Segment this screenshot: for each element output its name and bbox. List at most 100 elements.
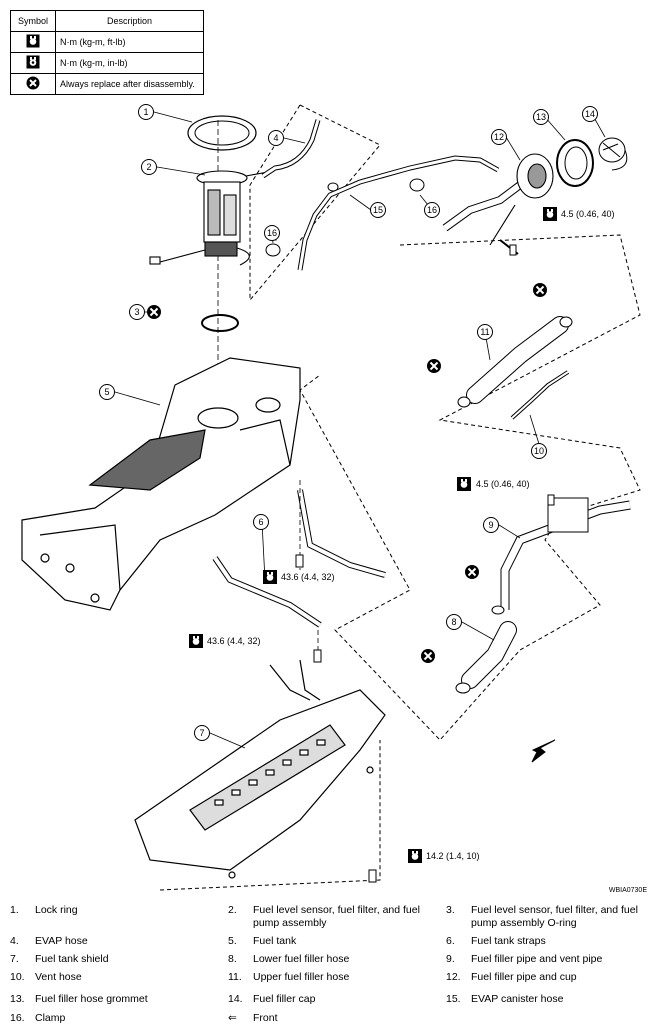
svg-text:5: 5 (104, 387, 109, 397)
legend-row: Always replace after disassembly. (10, 73, 204, 95)
part-name: Lock ring (35, 904, 78, 916)
callout-9: 9 (483, 517, 499, 533)
fuel-filler-hose-grommet-part (556, 139, 594, 187)
callout-15: 15 (370, 202, 386, 218)
svg-text:11: 11 (480, 327, 489, 337)
torque-value: 14.2 (1.4, 10) (426, 851, 480, 861)
part-number: 12. (446, 971, 461, 983)
callout-16: 16 (264, 225, 280, 241)
svg-text:15: 15 (373, 205, 383, 215)
bolt-part (295, 244, 555, 883)
fuel-pump-assembly (149, 170, 269, 266)
fuel-filler-pipe-cup-part (442, 153, 554, 255)
dashed-group-outlines (159, 104, 641, 891)
part-name: Fuel tank straps (471, 935, 546, 947)
part-name: Fuel filler pipe and vent pipe (471, 953, 603, 965)
parts-list-item: 2. Fuel level sensor, fuel filter, and fu… (228, 904, 433, 930)
o-ring-part (201, 314, 239, 332)
torque-wrench-icon (543, 207, 557, 221)
callout-11: 11 (477, 324, 493, 340)
callout-5: 5 (99, 384, 115, 400)
torque-value: 43.6 (4.4, 32) (207, 636, 261, 646)
figure-code: WBIA0730E (609, 887, 647, 894)
torque-wrench-icon (10, 31, 56, 53)
callout-14: 14 (582, 106, 598, 122)
replace-x-icon (464, 564, 480, 580)
svg-text:16: 16 (427, 205, 437, 215)
part-name: Fuel tank (253, 935, 297, 947)
svg-text:9: 9 (488, 520, 493, 530)
part-name: Clamp (35, 1012, 66, 1024)
legend-header-row: Symbol Description (10, 10, 204, 32)
svg-text:2: 2 (146, 162, 151, 172)
part-number: 7. (10, 953, 19, 965)
part-number: 15. (446, 993, 461, 1005)
part-number: 6. (446, 935, 455, 947)
part-name: EVAP canister hose (471, 993, 564, 1005)
replace-x-icon (146, 304, 162, 320)
parts-list-item: 12.Fuel filler pipe and cup (446, 971, 651, 984)
replace-x-icon (532, 282, 548, 298)
parts-list-item: 1. Lock ring (10, 904, 215, 917)
callout-10: 10 (531, 443, 547, 459)
part-number: 1. (10, 904, 19, 916)
fuel-filler-and-vent-pipe-part (500, 497, 631, 610)
torque-value: 4.5 (0.46, 40) (561, 209, 615, 219)
symbol-legend-table: Symbol Description N·m (kg-m, ft-lb) N·m… (10, 10, 204, 95)
callout-1: 1 (138, 104, 154, 120)
parts-list-item: 15. EVAP canister hose (446, 993, 651, 1006)
svg-text:3: 3 (134, 307, 139, 317)
part-number: 5. (228, 935, 237, 947)
callout-7: 7 (194, 725, 210, 741)
svg-text:10: 10 (534, 446, 544, 456)
part-number: 10. (10, 971, 25, 983)
callout-12: 12 (491, 129, 507, 145)
part-number: 2. (228, 904, 237, 916)
svg-text:16: 16 (267, 228, 277, 238)
lock-ring-part (187, 115, 257, 151)
torque-wrench-icon (189, 634, 203, 648)
evap-canister-hose-part (297, 155, 500, 271)
lower-fuel-filler-hose-part (455, 605, 517, 694)
torque-value: 43.6 (4.4, 32) (281, 572, 335, 582)
parts-list-item: 8. Lower fuel filler hose (228, 953, 433, 966)
legend-row: N·m (kg-m, ft-lb) (10, 31, 204, 53)
evap-hose-part (261, 119, 321, 179)
part-number: 8. (228, 953, 237, 965)
callout-2: 2 (141, 159, 157, 175)
parts-list-item: 7.Fuel tank shield (10, 953, 215, 966)
svg-text:13: 13 (536, 112, 546, 122)
part-name: EVAP hose (35, 935, 88, 947)
replace-x-icon (420, 648, 436, 664)
part-number: 16. (10, 1012, 25, 1024)
part-number: 14. (228, 993, 243, 1005)
parts-list-item: 16. Clamp (10, 1012, 215, 1025)
callout-13: 13 (533, 109, 549, 125)
part-number: 13. (10, 993, 25, 1005)
callout-6: 6 (253, 514, 269, 530)
shield-slots (214, 739, 326, 806)
callout-3: 3 (129, 304, 145, 320)
fuel-tank-part (21, 357, 301, 611)
part-name: Fuel filler hose grommet (35, 993, 148, 1005)
part-number: 3. (446, 904, 455, 916)
part-number: 9. (446, 953, 455, 965)
part-name: Fuel filler cap (253, 993, 316, 1005)
callout-4: 4 (268, 130, 284, 146)
parts-list-item: 3.Fuel level sensor, fuel filter, and fu… (446, 904, 651, 930)
parts-list-item: 11.Upper fuel filler hose (228, 971, 433, 984)
part-number: 11. (228, 971, 242, 983)
parts-list-item: 10.Vent hose (10, 971, 215, 984)
part-name: Lower fuel filler hose (253, 953, 350, 965)
parts-list-item: 4.EVAP hose (10, 935, 215, 948)
legend-text: Always replace after disassembly. (55, 73, 204, 95)
fuel-system-exploded-diagram: 4.5 (0.46, 40) 4.5 (0.46, 40) 43.6 (4.4,… (21, 104, 647, 894)
part-name: Front (253, 1012, 278, 1024)
parts-list-item: 5. Fuel tank (228, 935, 433, 948)
part-name: Fuel level sensor, fuel filter, and fuel… (253, 904, 420, 929)
parts-list-item: 13. Fuel filler hose grommet (10, 993, 215, 1006)
svg-text:6: 6 (258, 517, 263, 527)
parts-list-item: 6. Fuel tank straps (446, 935, 651, 948)
svg-text:8: 8 (451, 617, 456, 627)
svg-text:4: 4 (273, 133, 278, 143)
